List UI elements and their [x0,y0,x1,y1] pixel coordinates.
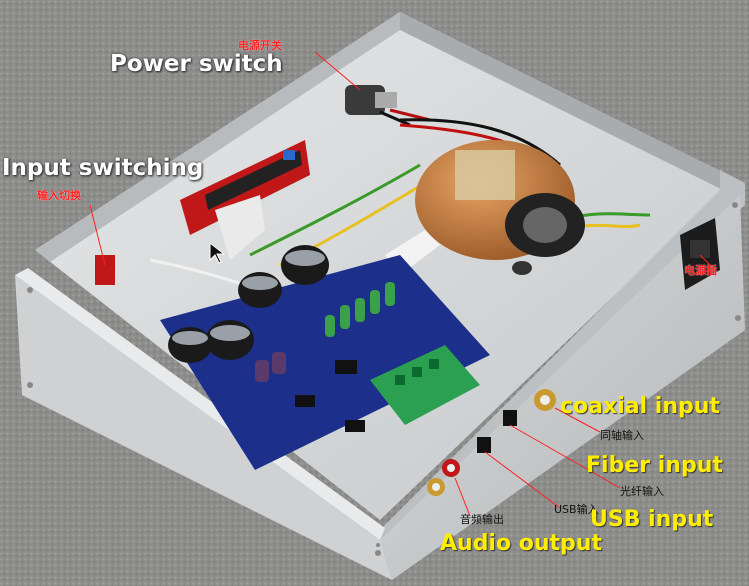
usb-input-zh-label: USB输入 [554,503,599,516]
fiber-input-label: Fiber input [586,453,723,478]
connector-usb [477,437,491,453]
connector-optical [503,410,517,426]
coaxial-input-zh-label: 同轴输入 [600,429,644,442]
input-switching-board [95,140,310,285]
input-switching-zh-label: 输入切换 [37,189,81,202]
connector-audio-out [427,459,460,496]
power-switch-zh-label: 电源开关 [238,39,282,52]
power-switch-component [345,85,431,127]
annotation-lines [89,51,716,517]
input-switching-label: Input switching [2,155,204,181]
power-socket-zh-label: 电源插 [684,264,717,277]
audio-output-label: Audio output [440,531,602,556]
power-inlet [680,218,720,290]
usb-input-label: USB input [590,507,714,532]
cursor-icon [209,241,226,264]
main-pcb [160,245,490,470]
power-switch-label: Power switch [110,51,283,77]
transformer [415,140,585,275]
fiber-input-zh-label: 光纤输入 [620,485,664,498]
audio-output-zh-label: 音频输出 [460,513,504,526]
connector-coaxial [534,389,556,411]
coaxial-input-label: coaxial input [560,394,720,419]
